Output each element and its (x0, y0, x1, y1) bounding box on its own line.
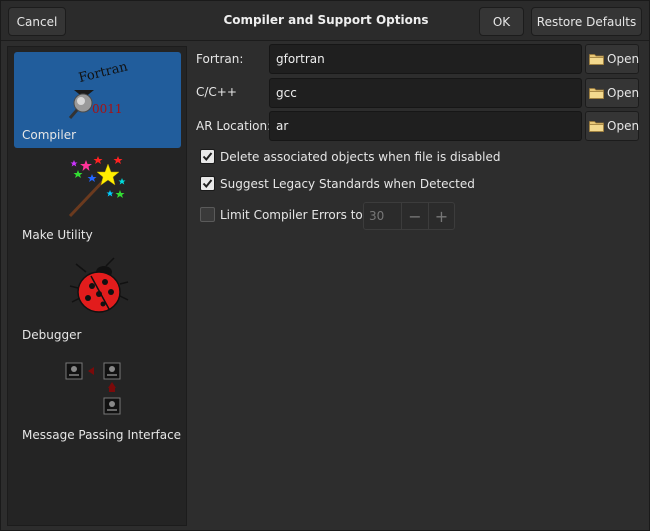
cpp-label: C/C++ (196, 85, 237, 99)
sidebar-item-mpi[interactable]: Message Passing Interface (14, 352, 181, 448)
folder-icon (589, 120, 604, 132)
cpp-compiler-input[interactable] (269, 78, 582, 108)
increment-button[interactable]: + (428, 203, 454, 229)
ar-open-button[interactable]: Open (585, 111, 639, 141)
fortran-compiler-input[interactable] (269, 44, 582, 74)
sidebar-item-debugger[interactable]: Debugger (14, 252, 181, 348)
fortran-icon-text: Fortran (77, 59, 130, 86)
sidebar-item-label: Make Utility (22, 228, 93, 242)
legacy-standards-label: Suggest Legacy Standards when Detected (220, 176, 475, 191)
error-limit-value[interactable]: 30 (364, 203, 402, 229)
decrement-button[interactable]: − (408, 206, 422, 226)
ar-location-label: AR Location: (196, 119, 272, 133)
ok-button[interactable]: OK (479, 7, 524, 36)
mpi-network-icon (65, 362, 121, 415)
magic-wand-icon (68, 156, 126, 218)
header-bar: Cancel Compiler and Support Options OK R… (1, 1, 649, 41)
sidebar-item-label: Compiler (22, 128, 77, 142)
fortran-open-button[interactable]: Open (585, 44, 639, 74)
delete-objects-checkbox[interactable] (200, 149, 215, 164)
restore-defaults-button[interactable]: Restore Defaults (531, 7, 642, 36)
dialog-title: Compiler and Support Options (223, 13, 429, 27)
open-button-label: Open (607, 119, 640, 133)
ladybug-icon (69, 257, 129, 313)
sidebar-item-label: Message Passing Interface (22, 428, 182, 442)
error-limit-spinbutton[interactable]: 30 − + (363, 202, 455, 230)
legacy-standards-option[interactable]: Suggest Legacy Standards when Detected (200, 176, 475, 191)
limit-errors-option[interactable]: Limit Compiler Errors to: (200, 207, 367, 222)
legacy-standards-checkbox[interactable] (200, 176, 215, 191)
cpp-open-button[interactable]: Open (585, 78, 639, 108)
folder-icon (589, 53, 604, 65)
open-button-label: Open (607, 86, 640, 100)
ar-location-input[interactable] (269, 111, 582, 141)
delete-objects-option[interactable]: Delete associated objects when file is d… (200, 149, 501, 164)
limit-errors-label: Limit Compiler Errors to: (220, 207, 367, 222)
checkmark-icon (202, 152, 213, 162)
open-button-label: Open (607, 52, 640, 66)
delete-objects-label: Delete associated objects when file is d… (220, 149, 501, 164)
checkmark-icon (202, 179, 213, 189)
folder-icon (589, 87, 604, 99)
sidebar-item-make-utility[interactable]: Make Utility (14, 152, 181, 248)
sidebar-item-compiler[interactable]: Fortran 0011 Compiler (14, 52, 181, 148)
binary-icon-text: 0011 (92, 102, 123, 116)
sidebar: Fortran 0011 Compiler (7, 46, 187, 526)
fortran-label: Fortran: (196, 52, 244, 66)
cancel-button[interactable]: Cancel (8, 7, 66, 36)
sidebar-item-label: Debugger (22, 328, 82, 342)
limit-errors-checkbox[interactable] (200, 207, 215, 222)
fortran-compiler-icon: Fortran 0011 (68, 59, 130, 119)
